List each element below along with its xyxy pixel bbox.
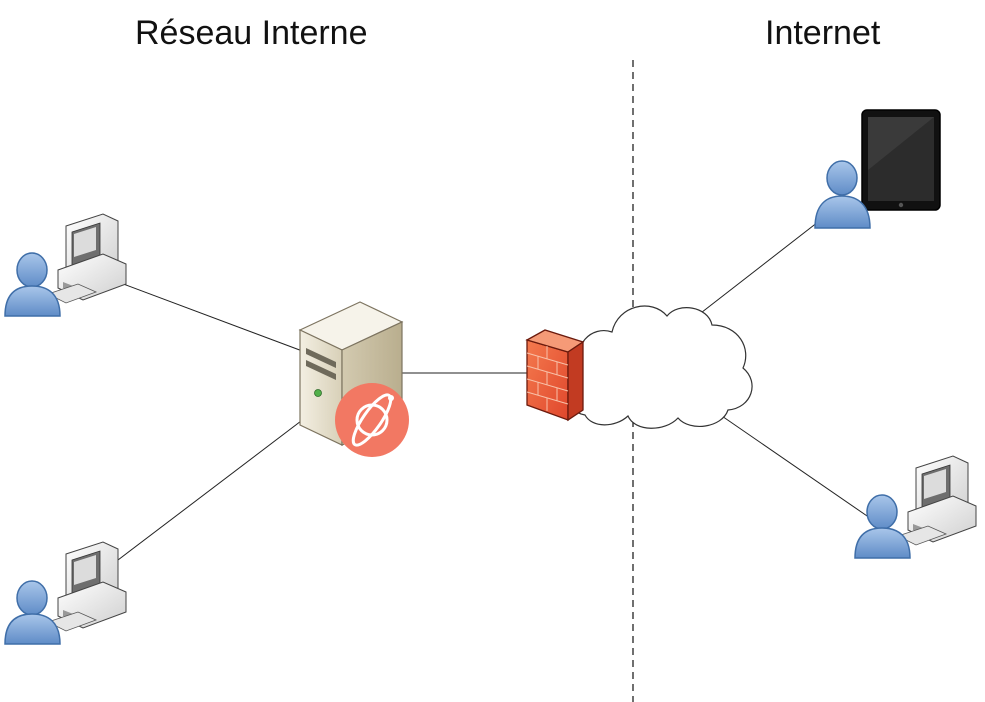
user-workstation-icon (4, 213, 127, 317)
link-cloud-tablet-user (696, 221, 819, 317)
planet-orbit-icon (335, 383, 409, 457)
cloud-icon (564, 305, 753, 429)
zone-title-internal: Réseau Interne (135, 14, 368, 52)
link-workstation-1-server (117, 281, 306, 353)
firewall-icon (525, 329, 585, 422)
network-links (117, 221, 871, 561)
zone-title-internet: Internet (765, 14, 881, 52)
link-cloud-workstation-3 (702, 402, 871, 519)
user-workstation-icon (4, 541, 127, 645)
user-workstation-icon (854, 455, 977, 559)
user-tablet-icon (814, 109, 941, 229)
link-workstation-2-server (117, 417, 306, 561)
